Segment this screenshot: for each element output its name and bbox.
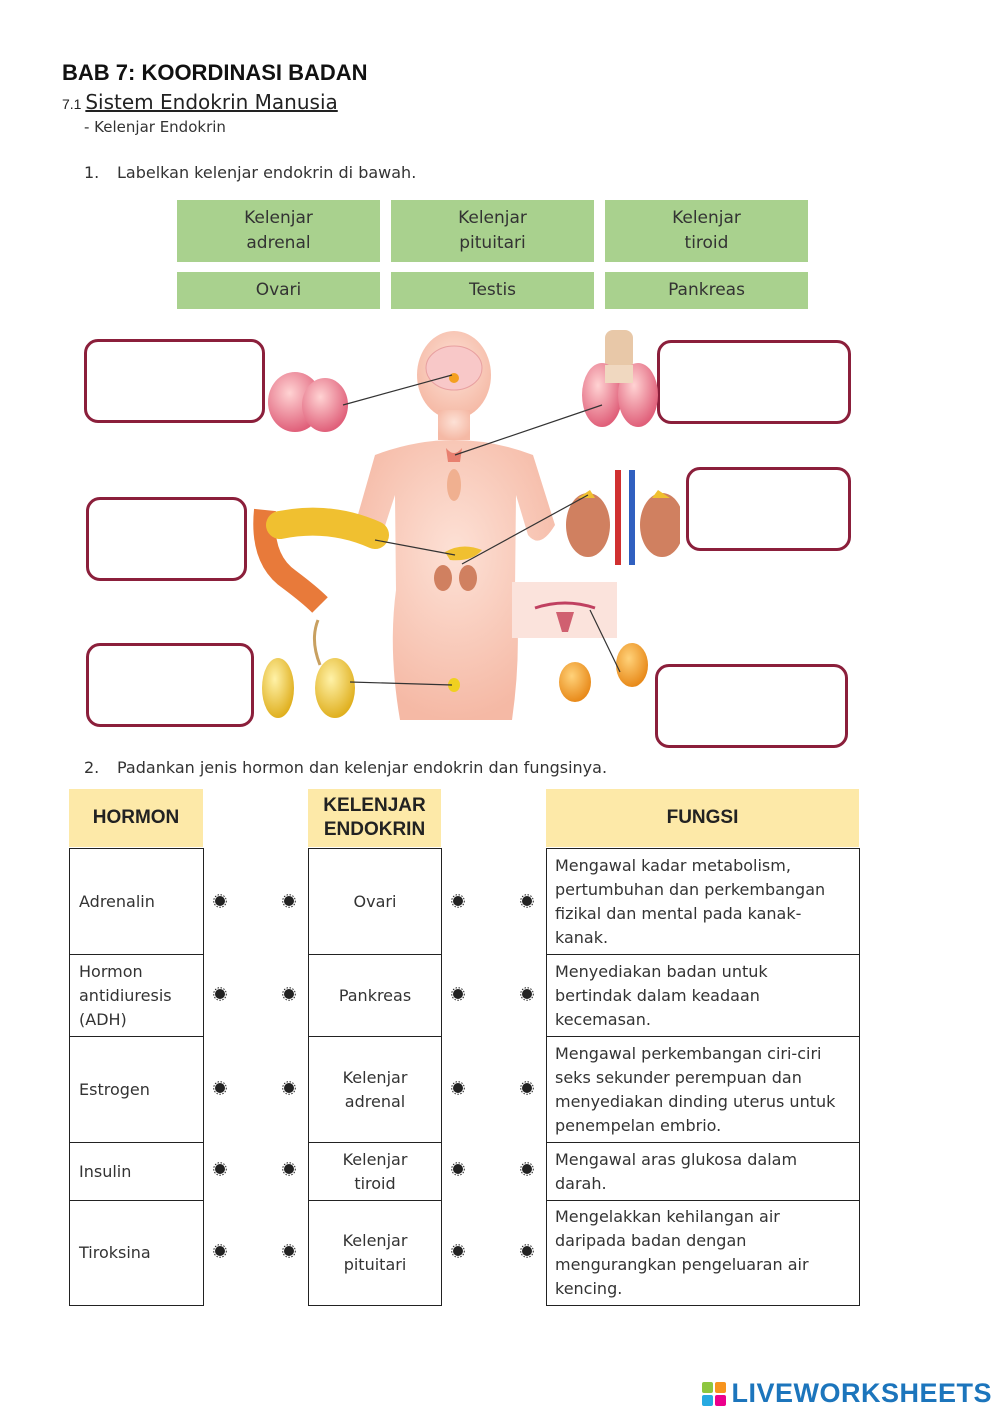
drop-box-adrenal[interactable] (686, 467, 851, 551)
header-kelenjar-endokrin: KELENJAR ENDOKRIN (308, 789, 441, 847)
match-dot-icon[interactable] (282, 1244, 296, 1258)
hormone-cell: Adrenalin (69, 848, 204, 955)
function-cell: Mengawal perkembangan ciri-ciri seks sek… (546, 1036, 860, 1143)
hormone-cell: Insulin (69, 1142, 204, 1201)
match-dot-icon[interactable] (213, 987, 227, 1001)
gland-cell: Kelenjar tiroid (308, 1142, 442, 1201)
liveworksheets-logo: LIVEWORKSHEETS (701, 1378, 992, 1409)
function-cell: Menyediakan badan untuk bertindak dalam … (546, 954, 860, 1037)
match-dot-icon[interactable] (282, 1162, 296, 1176)
match-dot-icon[interactable] (213, 1244, 227, 1258)
match-dot-icon[interactable] (282, 894, 296, 908)
match-dot-icon[interactable] (213, 1162, 227, 1176)
match-dot-icon[interactable] (520, 1244, 534, 1258)
section-heading: 7.1 Sistem Endokrin Manusia (62, 90, 338, 114)
question-1-number: 1. (84, 163, 100, 182)
match-dot-icon[interactable] (451, 1162, 465, 1176)
kidneys-adrenal-image (566, 470, 680, 565)
question-2-text: Padankan jenis hormon dan kelenjar endok… (117, 758, 608, 777)
match-dot-icon[interactable] (282, 1081, 296, 1095)
word-bank-item[interactable]: Pankreas (605, 272, 808, 309)
match-dot-icon[interactable] (282, 987, 296, 1001)
word-bank-item[interactable]: Kelenjar tiroid (605, 200, 808, 262)
header-fungsi: FUNGSI (546, 789, 859, 847)
word-bank-item[interactable]: Kelenjar adrenal (177, 200, 380, 262)
match-dot-icon[interactable] (520, 1162, 534, 1176)
drop-box-ovary[interactable] (655, 664, 848, 748)
function-cell: Mengawal aras glukosa dalam darah. (546, 1142, 860, 1201)
function-cell: Mengawal kadar metabolism, pertumbuhan d… (546, 848, 860, 955)
word-bank-item[interactable]: Testis (391, 272, 594, 309)
match-dot-icon[interactable] (451, 1244, 465, 1258)
testes-lower-image (262, 619, 355, 718)
brand-name: LIVEWORKSHEETS (731, 1378, 992, 1408)
match-dot-icon[interactable] (213, 894, 227, 908)
testes-image (268, 372, 348, 432)
header-hormon: HORMON (69, 789, 203, 847)
function-cell: Mengelakkan kehilangan air daripada bada… (546, 1200, 860, 1306)
match-dot-icon[interactable] (451, 894, 465, 908)
match-dot-icon[interactable] (451, 1081, 465, 1095)
section-number: 7.1 (62, 96, 82, 112)
gland-cell: Ovari (308, 848, 442, 955)
gland-cell: Pankreas (308, 954, 442, 1037)
question-2: 2. Padankan jenis hormon dan kelenjar end… (84, 758, 607, 777)
pancreas-image (253, 507, 389, 613)
endocrine-system-illustration (253, 330, 680, 720)
liveworksheets-icon (702, 1381, 727, 1406)
match-dot-icon[interactable] (520, 1081, 534, 1095)
hormone-cell: Estrogen (69, 1036, 204, 1143)
thyroid-image (582, 330, 658, 427)
question-1-text: Labelkan kelenjar endokrin di bawah. (117, 163, 417, 182)
hormone-cell: Tiroksina (69, 1200, 204, 1306)
chapter-title: BAB 7: KOORDINASI BADAN (62, 60, 368, 85)
drop-box-thyroid[interactable] (657, 340, 851, 424)
drop-box-testis-lower[interactable] (86, 643, 254, 727)
subsection-title: - Kelenjar Endokrin (84, 118, 226, 136)
gland-cell: Kelenjar adrenal (308, 1036, 442, 1143)
match-dot-icon[interactable] (213, 1081, 227, 1095)
gland-cell: Kelenjar pituitari (308, 1200, 442, 1306)
word-bank-item[interactable]: Ovari (177, 272, 380, 309)
match-dot-icon[interactable] (520, 894, 534, 908)
match-dot-icon[interactable] (520, 987, 534, 1001)
question-2-number: 2. (84, 758, 100, 777)
match-dot-icon[interactable] (451, 987, 465, 1001)
hormone-cell: Hormon antidiuresis (ADH) (69, 954, 204, 1037)
drop-box-testis[interactable] (84, 339, 265, 423)
drop-box-pancreas[interactable] (86, 497, 247, 581)
question-1: 1. Labelkan kelenjar endokrin di bawah. (84, 163, 416, 182)
word-bank-item[interactable]: Kelenjar pituitari (391, 200, 594, 262)
section-title: Sistem Endokrin Manusia (85, 90, 338, 114)
human-body (355, 331, 555, 720)
ovaries-image (512, 582, 648, 702)
